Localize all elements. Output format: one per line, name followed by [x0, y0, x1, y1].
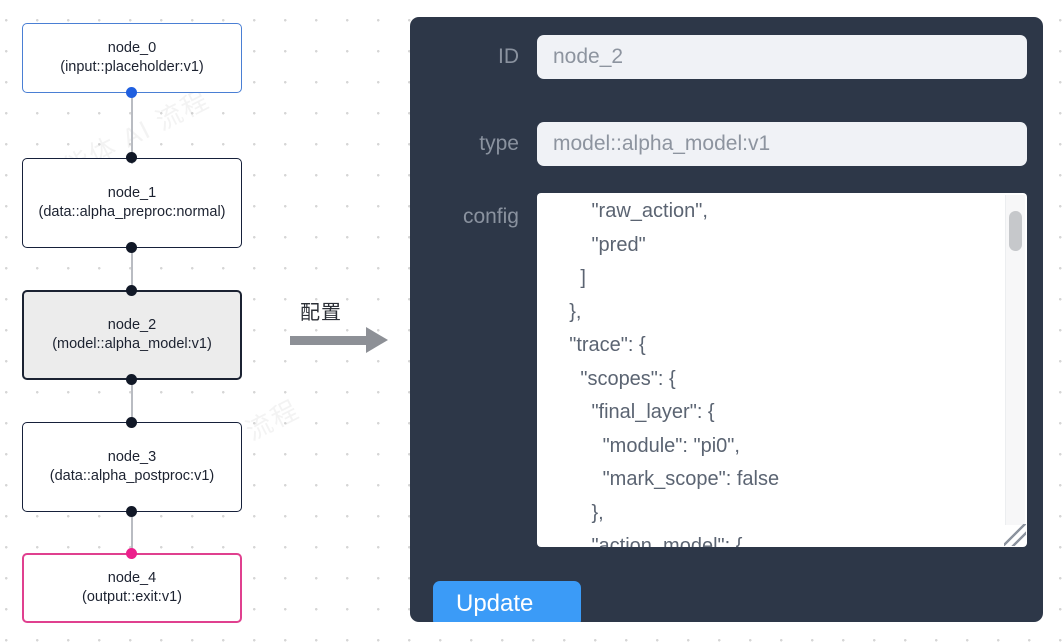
arrow-right-icon [290, 336, 368, 345]
arrow-head-icon [366, 327, 388, 353]
graph-node-node_1[interactable]: node_1 (data::alpha_preproc:normal) [22, 158, 242, 248]
type-field-label: type [479, 132, 519, 155]
node-handle-target-node_2[interactable] [126, 285, 137, 296]
node-title: node_3 [107, 449, 157, 465]
config-scrollbar-thumb[interactable] [1009, 211, 1022, 251]
config-field-row: config "raw_action", "pred" ] }, "trace"… [410, 193, 1027, 547]
config-textarea[interactable]: "raw_action", "pred" ] }, "trace": { "sc… [537, 193, 1027, 547]
node-title: node_0 [107, 40, 157, 56]
node-handle-target-node_4[interactable] [126, 548, 137, 559]
node-handle-target-node_3[interactable] [126, 417, 137, 428]
graph-node-node_2[interactable]: node_2 (model::alpha_model:v1) [22, 290, 242, 380]
edge-node0-node1 [131, 88, 133, 164]
edge-node3-node4 [131, 507, 133, 559]
node-handle-target-node_1[interactable] [126, 152, 137, 163]
node-handle-source-node_3[interactable] [126, 506, 137, 517]
node-handle-source-node_0[interactable] [126, 87, 137, 98]
update-button[interactable]: Update [433, 581, 581, 622]
config-field-label: config [462, 205, 519, 228]
type-input[interactable] [537, 122, 1027, 166]
node-subtitle: (data::alpha_preproc:normal) [38, 204, 226, 220]
id-field-row: ID [410, 35, 1027, 79]
resize-grip-icon[interactable] [1004, 524, 1026, 546]
node-title: node_2 [107, 317, 157, 333]
edge-node1-node2 [131, 243, 133, 296]
edge-node2-node3 [131, 375, 133, 428]
node-subtitle: (model::alpha_model:v1) [52, 336, 212, 352]
node-handle-source-node_1[interactable] [126, 242, 137, 253]
node-subtitle: (data::alpha_postproc:v1) [49, 468, 215, 484]
node-subtitle: (input::placeholder:v1) [60, 59, 204, 75]
node-title: node_4 [107, 570, 157, 586]
id-field-label: ID [498, 45, 519, 68]
node-inspector-panel: ID type config "raw_action", "pred" ] },… [410, 17, 1043, 622]
node-handle-source-node_2[interactable] [126, 374, 137, 385]
config-annotation: 配置 [290, 296, 400, 358]
id-input[interactable] [537, 35, 1027, 79]
config-scrollbar[interactable] [1005, 195, 1025, 525]
config-editor[interactable]: "raw_action", "pred" ] }, "trace": { "sc… [537, 193, 1027, 547]
graph-node-node_0[interactable]: node_0 (input::placeholder:v1) [22, 23, 242, 93]
annotation-caption: 配置 [300, 300, 342, 324]
node-title: node_1 [107, 185, 157, 201]
node-subtitle: (output::exit:v1) [82, 589, 182, 605]
type-field-row: type [410, 122, 1027, 166]
graph-node-node_4[interactable]: node_4 (output::exit:v1) [22, 553, 242, 623]
graph-node-node_3[interactable]: node_3 (data::alpha_postproc:v1) [22, 422, 242, 512]
